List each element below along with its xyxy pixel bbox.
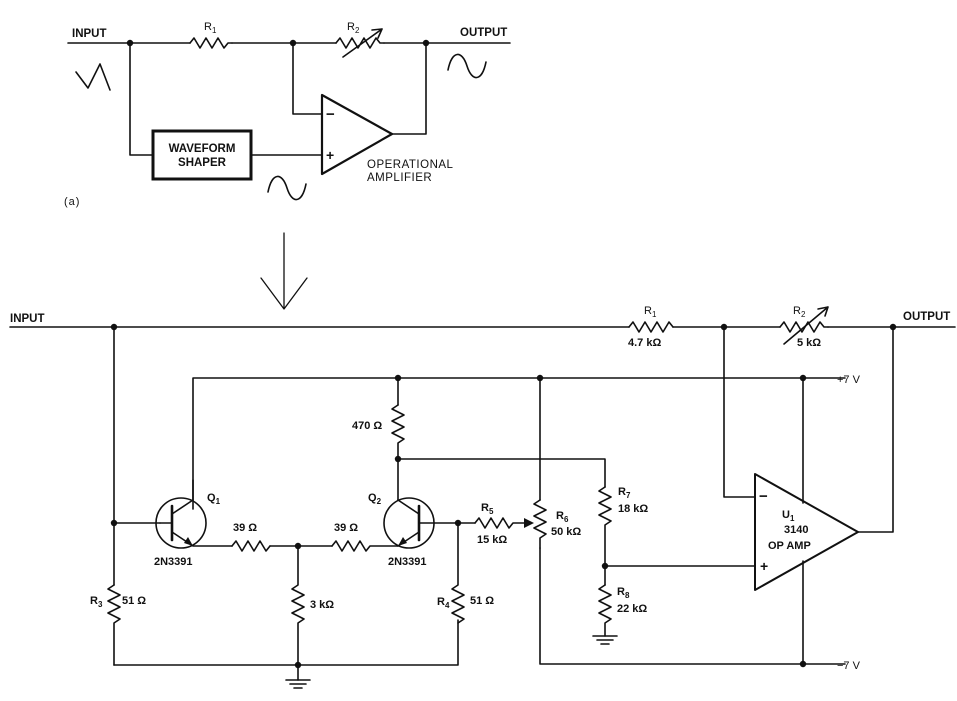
variable-arrow-a <box>342 28 383 58</box>
resistor-39-b <box>331 540 399 552</box>
r39b-value: 39 Ω <box>334 522 358 534</box>
ground-icon-1 <box>285 679 311 689</box>
r470-value: 470 Ω <box>352 420 382 432</box>
q1-part: 2N3391 <box>154 556 193 568</box>
resistor-r4 <box>451 522 465 624</box>
opamp-label-2: AMPLIFIER <box>367 172 432 184</box>
resistor-470 <box>391 404 405 501</box>
plus-sign-b: + <box>760 558 768 574</box>
resistor-r8 <box>598 584 612 637</box>
block-diagram-a: INPUT OUTPUT R1 R2 WAVEFORM SHAPER OPERA… <box>64 21 511 208</box>
r6-value: 50 kΩ <box>551 526 581 538</box>
r4-label: R4 <box>437 596 450 610</box>
r6-label: R6 <box>556 510 569 524</box>
opamp-triangle-a <box>320 93 394 176</box>
r3k-value: 3 kΩ <box>310 599 334 611</box>
r3-label: R3 <box>90 595 103 609</box>
resistor-3k <box>291 545 305 681</box>
output-label-b: OUTPUT <box>903 311 950 323</box>
resistor-r3 <box>107 584 121 666</box>
caption-a: (a) <box>64 196 80 208</box>
resistor-r1-a <box>189 37 233 49</box>
minus-sign-b: − <box>759 488 768 505</box>
resistor-r1-b <box>628 321 674 333</box>
r2-value-b: 5 kΩ <box>797 337 821 349</box>
r5-label: R5 <box>481 502 494 516</box>
r4-value: 51 Ω <box>470 595 494 607</box>
plus-sign-a: + <box>326 147 334 163</box>
opamp-u1 <box>754 473 859 591</box>
wiper-arrow <box>524 518 534 528</box>
r1-value-b: 4.7 kΩ <box>628 337 661 349</box>
resistor-r7 <box>598 486 612 586</box>
q1-label: Q1 <box>207 492 221 506</box>
u1-part: 3140 <box>784 524 808 536</box>
transistor-q2 <box>383 497 459 549</box>
resistor-39-a <box>231 540 271 552</box>
down-arrow-icon <box>260 232 308 310</box>
waveform-shaper-box <box>151 129 253 181</box>
variable-arrow-b <box>783 306 829 345</box>
shaper-label-2: SHAPER <box>178 157 227 169</box>
circuit-diagram-b: INPUT OUTPUT R1 4.7 kΩ R2 5 kΩ +7 V −7 V… <box>9 305 956 689</box>
opamp-label-1: OPERATIONAL <box>367 159 454 171</box>
vneg-label: −7 V <box>837 660 861 672</box>
r5-value: 15 kΩ <box>477 534 507 546</box>
r7-label: R7 <box>618 486 631 500</box>
triangle-wave-icon <box>75 63 111 91</box>
r1-label-a: R1 <box>204 21 217 35</box>
sine-wave-output-icon <box>447 53 487 79</box>
resistor-r6 <box>533 499 547 549</box>
input-label-b: INPUT <box>10 313 45 325</box>
u1-label: U1 <box>782 509 795 523</box>
r1-label-b: R1 <box>644 305 657 319</box>
ground-icon-2 <box>592 635 618 645</box>
q2-label: Q2 <box>368 492 382 506</box>
transistor-q1 <box>155 479 233 549</box>
resistor-r5 <box>474 517 529 529</box>
shaper-label-1: WAVEFORM <box>169 143 236 155</box>
output-label-a: OUTPUT <box>460 27 507 39</box>
r7-value: 18 kΩ <box>618 503 648 515</box>
r3-value: 51 Ω <box>122 595 146 607</box>
r8-value: 22 kΩ <box>617 603 647 615</box>
r39a-value: 39 Ω <box>233 522 257 534</box>
r2-label-b: R2 <box>793 305 806 319</box>
input-label-a: INPUT <box>72 28 107 40</box>
r8-label: R8 <box>617 586 630 600</box>
q2-part: 2N3391 <box>388 556 427 568</box>
u1-type: OP AMP <box>768 540 811 552</box>
r2-label-a: R2 <box>347 21 360 35</box>
sine-wave-shaper-icon <box>267 175 307 201</box>
vpos-label: +7 V <box>837 374 861 386</box>
minus-sign-a: − <box>326 106 335 123</box>
resistor-r2-a <box>335 37 385 49</box>
